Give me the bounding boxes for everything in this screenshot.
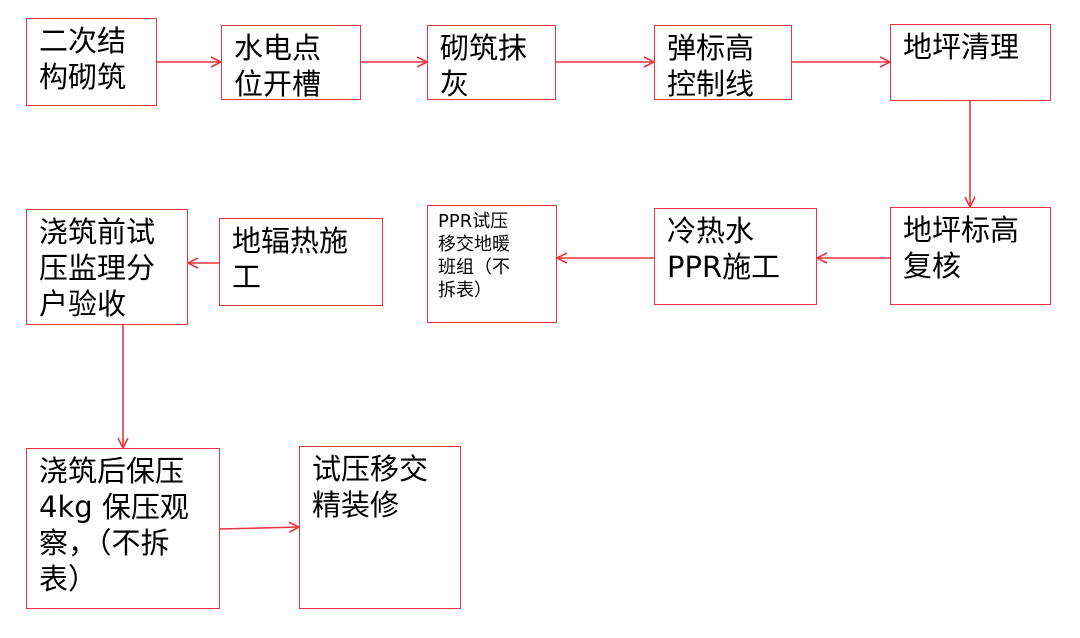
step-floor-heating-installation: 地辐热施 工: [219, 218, 383, 306]
step-pre-pour-pressure-test-acceptance: 浇筑前试 压监理分 户验收: [26, 209, 188, 325]
step-label: 二次结 构砌筑: [39, 24, 127, 94]
step-label: 试压移交 精装修: [312, 452, 429, 522]
step-label: 弹标高 控制线: [667, 31, 755, 100]
step-elevation-control-line: 弹标高 控制线: [654, 25, 792, 100]
step-label: 地坪清理: [903, 30, 1020, 64]
step-ppr-pressure-test-handover: PPR试压 移交地暖 班组（不 拆表）: [427, 205, 557, 323]
step-label: 水电点 位开槽: [234, 31, 322, 100]
step-handover-to-finishing: 试压移交 精装修: [299, 446, 461, 609]
step-label: 地坪标高 复核: [903, 213, 1020, 283]
arrow-s11-to-s12: [219, 527, 299, 529]
step-ppr-installation: 冷热水 PPR施工: [654, 208, 817, 305]
step-label: 冷热水 PPR施工: [667, 214, 781, 284]
step-secondary-masonry: 二次结 构砌筑: [26, 18, 157, 106]
step-masonry-plastering: 砌筑抹 灰: [427, 25, 556, 100]
step-label: 砌筑抹 灰: [440, 31, 528, 100]
step-floor-elevation-recheck: 地坪标高 复核: [890, 207, 1051, 305]
step-floor-cleaning: 地坪清理: [890, 24, 1051, 101]
step-label: 浇筑前试 压监理分 户验收: [39, 215, 156, 321]
step-label: 浇筑后保压 4kg 保压观 察，（不拆 表）: [39, 454, 189, 596]
step-post-pour-pressure-hold: 浇筑后保压 4kg 保压观 察，（不拆 表）: [26, 448, 220, 609]
step-label: 地辐热施 工: [232, 224, 349, 294]
step-plumbing-electric-slotting: 水电点 位开槽: [221, 25, 361, 100]
step-label: PPR试压 移交地暖 班组（不 拆表）: [438, 211, 510, 301]
